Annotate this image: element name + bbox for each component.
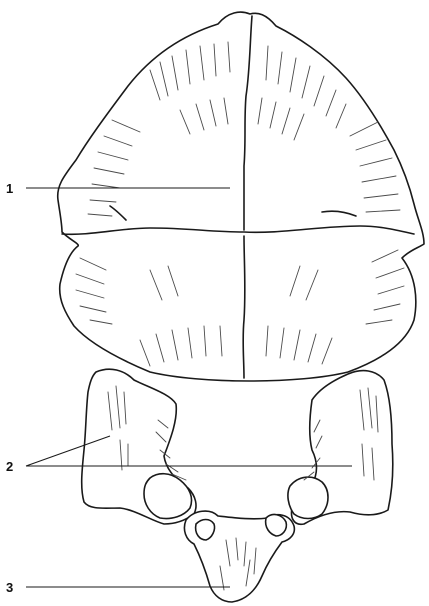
- label-2: 2: [6, 459, 13, 474]
- label-1: 1: [6, 181, 13, 196]
- right-lateral-part: [288, 371, 393, 525]
- label-3: 3: [6, 580, 13, 595]
- upper-cranial-plate: [58, 12, 424, 381]
- left-lateral-part: [82, 369, 196, 524]
- central-lower-bone: [184, 511, 294, 602]
